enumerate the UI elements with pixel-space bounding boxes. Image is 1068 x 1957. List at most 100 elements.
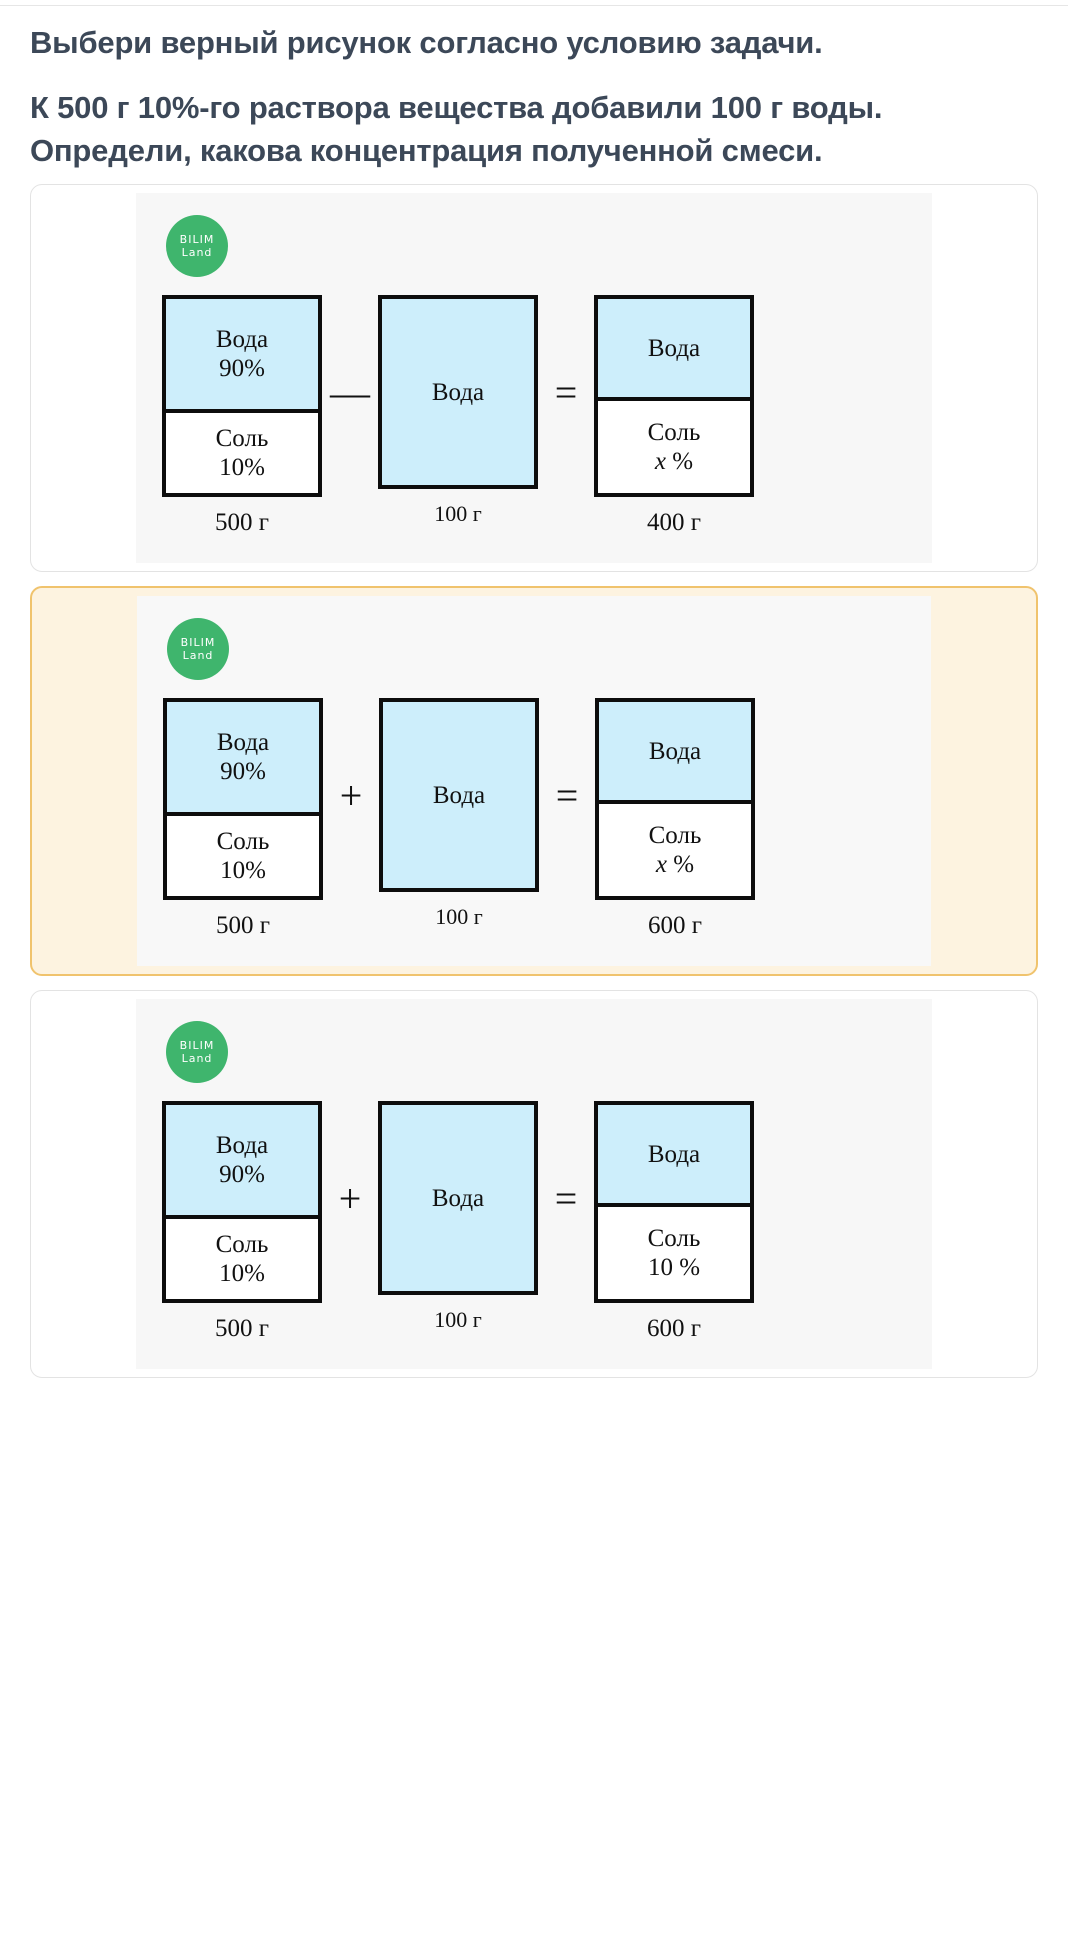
water-label: Вода bbox=[431, 1184, 485, 1212]
water-cell: Вода bbox=[382, 1105, 534, 1292]
mixture-salt-value: x % bbox=[654, 448, 694, 476]
operator-2-column: = bbox=[538, 1101, 594, 1343]
solution-weight-label: 500 г bbox=[214, 509, 269, 537]
logo-line-2: Land bbox=[181, 246, 213, 260]
question-body: К 500 г 10%-го раствора вещества добавил… bbox=[30, 89, 883, 168]
logo-line-1: BILIM bbox=[179, 1038, 215, 1052]
water-box: Вода bbox=[378, 1101, 538, 1296]
solution-salt-value: 10% bbox=[219, 1260, 265, 1288]
mixture-salt-value: x % bbox=[655, 851, 695, 879]
water-label: Вода bbox=[431, 378, 485, 406]
solution-salt-value: 10% bbox=[219, 454, 265, 482]
water-cell: Вода bbox=[383, 702, 535, 889]
water-box: Вода bbox=[378, 295, 538, 490]
solution-water-label: Вода bbox=[215, 325, 269, 353]
mixture-water-cell: Вода bbox=[598, 299, 750, 398]
mixture-salt-label: Соль bbox=[647, 1224, 701, 1252]
solution-salt-value: 10% bbox=[220, 857, 266, 885]
mixture-weight-label: 600 г bbox=[646, 1315, 701, 1343]
water-weight-label: 100 г bbox=[434, 1307, 482, 1333]
question-block: Выбери верный рисунок согласно условию з… bbox=[0, 6, 1068, 172]
operator-2: = bbox=[554, 369, 578, 415]
solution-water-value: 90% bbox=[219, 1161, 265, 1189]
top-divider bbox=[0, 0, 1068, 6]
logo-line-2: Land bbox=[181, 1052, 213, 1066]
logo-line-2: Land bbox=[182, 649, 214, 663]
solution-water-value: 90% bbox=[220, 758, 266, 786]
logo-line-1: BILIM bbox=[180, 635, 216, 649]
water-weight-label: 100 г bbox=[435, 904, 483, 930]
water-column: Вода 100 г bbox=[378, 1101, 538, 1343]
mixture-water-label: Вода bbox=[648, 737, 702, 765]
solution-weight-label: 500 г bbox=[214, 1315, 269, 1343]
operator-1-column: + bbox=[323, 698, 379, 940]
solution-water-value: 90% bbox=[219, 355, 265, 383]
operator-1: + bbox=[339, 772, 363, 818]
water-label: Вода bbox=[432, 781, 486, 809]
solution-weight-label: 500 г bbox=[215, 912, 270, 940]
solution-salt-label: Соль bbox=[216, 827, 270, 855]
operator-2: = bbox=[555, 772, 579, 818]
logo-line-1: BILIM bbox=[179, 232, 215, 246]
water-box: Вода bbox=[379, 698, 539, 893]
mixture-salt-value: 10 % bbox=[647, 1254, 701, 1282]
mixture-weight-label: 600 г bbox=[647, 912, 702, 940]
operator-1: + bbox=[338, 1175, 362, 1221]
solution-water-label: Вода bbox=[215, 1131, 269, 1159]
mixture-water-label: Вода bbox=[647, 1140, 701, 1168]
mixture-water-cell: Вода bbox=[599, 702, 751, 801]
operator-1-column: + bbox=[322, 1101, 378, 1343]
water-cell: Вода bbox=[382, 299, 534, 486]
mixture-salt-label: Соль bbox=[647, 418, 701, 446]
water-weight-label: 100 г bbox=[434, 501, 482, 527]
operator-2: = bbox=[554, 1175, 578, 1221]
mixture-salt-label: Соль bbox=[648, 821, 702, 849]
mixture-water-label: Вода bbox=[647, 334, 701, 362]
solution-salt-label: Соль bbox=[215, 424, 269, 452]
mixture-water-cell: Вода bbox=[598, 1105, 750, 1204]
operator-2-column: = bbox=[538, 295, 594, 537]
operator-1-column: — bbox=[322, 295, 378, 537]
water-column: Вода 100 г bbox=[379, 698, 539, 940]
mixture-salt-variable: x bbox=[654, 448, 667, 476]
mixture-salt-variable: x bbox=[655, 851, 668, 879]
operator-2-column: = bbox=[539, 698, 595, 940]
solution-salt-label: Соль bbox=[215, 1230, 269, 1258]
mixture-weight-label: 400 г bbox=[646, 509, 701, 537]
question-title: Выбери верный рисунок согласно условию з… bbox=[30, 25, 823, 60]
operator-1: — bbox=[330, 369, 370, 415]
